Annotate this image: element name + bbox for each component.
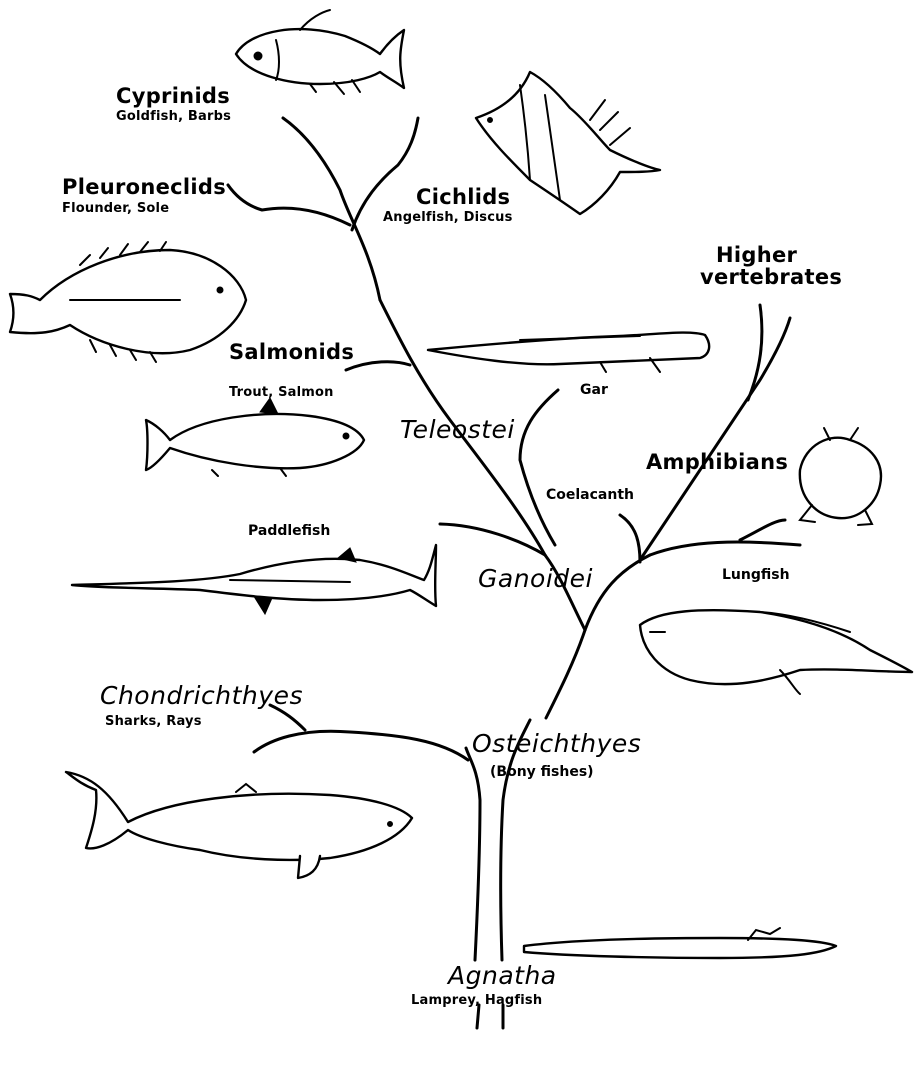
label-salmonids: Salmonids (229, 342, 354, 363)
label-agnatha-examples: Lamprey, Hagfish (411, 994, 542, 1007)
label-chondrichthyes-examples: Sharks, Rays (105, 715, 202, 728)
branch-agnatha-trunk (466, 748, 480, 960)
label-pleuronectids-examples: Flounder, Sole (62, 202, 169, 215)
branch-salmonids (346, 362, 410, 370)
label-cyprinids: Cyprinids (116, 86, 230, 107)
label-higher: Higher (716, 245, 797, 266)
label-salmonids-examples: Trout, Salmon (229, 386, 334, 399)
goldfish-icon (236, 10, 404, 94)
frog-icon (800, 428, 881, 525)
trout-icon (146, 398, 364, 476)
branch-agnatha-stub-left (477, 1005, 479, 1028)
label-chondrichthyes: Chondrichthyes (100, 683, 303, 708)
label-teleostei: Teleostei (400, 417, 515, 442)
label-paddlefish: Paddlefish (248, 524, 330, 538)
branch-lungfish-tip (740, 520, 785, 540)
label-coelacanth: Coelacanth (546, 488, 634, 502)
label-cichlids-examples: Angelfish, Discus (383, 211, 513, 224)
lamprey-icon (524, 928, 836, 958)
paddlefish-icon (72, 545, 436, 614)
label-pleuronectids: Pleuroneclids (62, 177, 226, 198)
label-gar: Gar (580, 383, 608, 397)
branch-pleuronectids (228, 185, 350, 225)
label-ganoidei: Ganoidei (478, 566, 593, 591)
label-higher-vertebrates: vertebrates (700, 267, 842, 288)
lungfish-icon (640, 610, 912, 694)
flounder-icon (10, 242, 246, 362)
branch-lungfish (650, 542, 800, 555)
branch-osteichthyes (546, 630, 585, 718)
label-agnatha: Agnatha (448, 963, 557, 988)
label-osteichthyes-examples: (Bony fishes) (490, 765, 594, 779)
branch-ganoidei-right (585, 555, 650, 630)
label-amphibians: Amphibians (646, 452, 788, 473)
label-cichlids: Cichlids (416, 187, 510, 208)
branch-chondrichthyes (254, 731, 468, 760)
shark-icon (66, 772, 412, 878)
gar-icon (428, 333, 709, 372)
label-osteichthyes: Osteichthyes (472, 731, 641, 756)
branch-coelacanth (620, 515, 640, 562)
label-lungfish: Lungfish (722, 568, 790, 582)
label-cyprinids-examples: Goldfish, Barbs (116, 110, 231, 123)
